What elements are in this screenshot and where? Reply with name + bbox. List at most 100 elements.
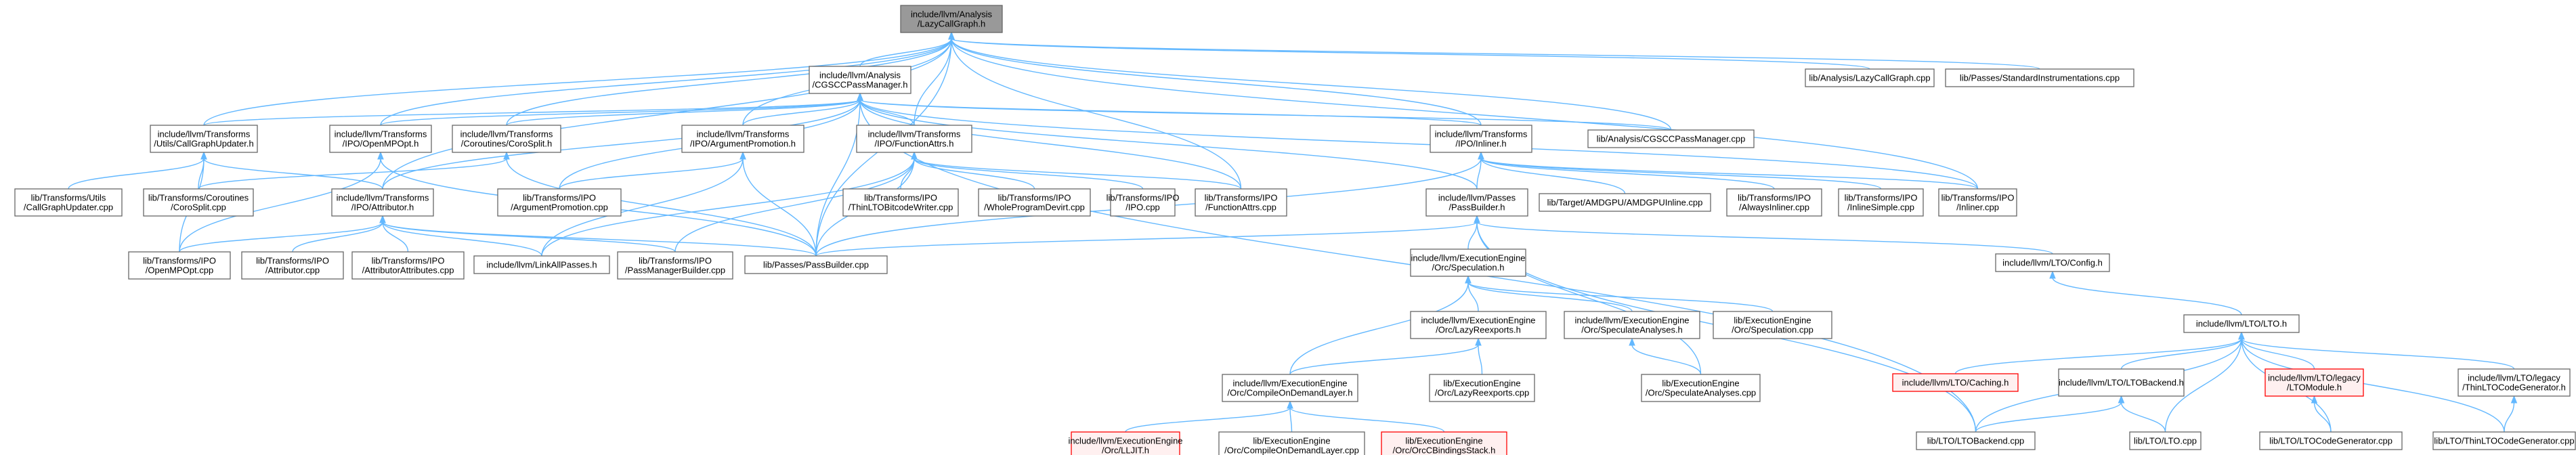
graph-node[interactable]: lib/Transforms/IPO/Attributor.cpp	[241, 251, 344, 280]
graph-node[interactable]: include/llvm/Transforms/Coroutines/CoroS…	[452, 125, 561, 153]
graph-node-label: lib/Transforms/IPO	[864, 193, 937, 203]
graph-node[interactable]: include/llvm/ExecutionEngine/Orc/Specula…	[1410, 248, 1526, 277]
graph-node[interactable]: include/llvm/Transforms/IPO/FunctionAttr…	[856, 125, 972, 153]
graph-edge	[742, 99, 861, 126]
graph-node-label: lib/LTO/LTOCodeGenerator.cpp	[2269, 436, 2392, 446]
graph-node[interactable]: lib/ExecutionEngine/Orc/SpeculateAnalyse…	[1641, 374, 1761, 402]
graph-node-label: include/llvm/LTO/Caching.h	[1902, 378, 2009, 388]
graph-node-label: /Orc/LazyReexports.h	[1436, 325, 1521, 335]
graph-node-box	[1381, 431, 1507, 455]
graph-node-label: lib/Transforms/IPO	[998, 193, 1071, 203]
graph-node-box	[1945, 68, 2134, 87]
graph-edge	[951, 38, 1482, 126]
graph-node[interactable]: include/llvm/LTO/legacy/LTOModule.h	[2264, 368, 2364, 397]
graph-node-label: include/llvm/Transforms	[337, 193, 429, 203]
graph-node-label: /ThinLTOBitcodeWriter.cpp	[849, 202, 953, 213]
graph-edge	[203, 99, 861, 126]
graph-node-label: /Orc/Speculation.cpp	[1732, 325, 1813, 335]
graph-edge-arrowhead	[1465, 275, 1472, 284]
graph-edge-arrowhead	[1287, 400, 1293, 409]
graph-node-label: /Orc/CompileOnDemandLayer.h	[1228, 388, 1353, 398]
graph-node[interactable]: lib/Transforms/IPO/AlwaysInliner.cpp	[1726, 188, 1822, 217]
graph-node-box	[1713, 311, 1832, 339]
graph-node[interactable]: include/llvm/Transforms/IPO/OpenMPOpt.h	[329, 125, 432, 153]
graph-node[interactable]: lib/Target/AMDGPU/AMDGPUInline.cpp	[1539, 193, 1711, 212]
graph-edge	[2504, 402, 2515, 433]
graph-node[interactable]: lib/Transforms/IPO/ThinLTOBitcodeWriter.…	[842, 188, 959, 217]
graph-node[interactable]: include/llvm/Analysis/LazyCallGraph.h	[900, 5, 1003, 33]
graph-node-box	[329, 125, 432, 153]
graph-node[interactable]: lib/LTO/LTOBackend.cpp	[1916, 431, 2036, 450]
graph-node-box	[809, 66, 911, 94]
graph-node[interactable]: lib/Transforms/IPO/PassManagerBuilder.cp…	[617, 251, 733, 280]
graph-node[interactable]: include/llvm/ExecutionEngine/Orc/Compile…	[1222, 374, 1358, 402]
graph-node[interactable]: lib/ExecutionEngine/Orc/CompileOnDemandL…	[1218, 431, 1365, 455]
graph-node[interactable]: include/llvm/LTO/Config.h	[1995, 253, 2110, 272]
graph-node[interactable]: include/llvm/LTO/LTO.h	[2183, 314, 2300, 333]
graph-node[interactable]: lib/Transforms/IPO/ArgumentPromotion.cpp	[497, 188, 622, 217]
graph-edge	[859, 99, 1482, 126]
graph-node[interactable]: lib/Analysis/LazyCallGraph.cpp	[1805, 68, 1935, 87]
graph-edge-arrowhead	[2510, 395, 2518, 404]
graph-edge-arrowhead	[948, 31, 955, 40]
graph-node[interactable]: lib/Transforms/IPO/AttributorAttributes.…	[351, 251, 465, 280]
graph-node-label: /CoroSplit.cpp	[171, 202, 226, 213]
graph-edge	[914, 158, 1144, 190]
graph-node-box	[978, 188, 1091, 217]
graph-node-label: /Orc/LazyReexports.cpp	[1435, 388, 1529, 398]
graph-edge	[2052, 277, 2242, 316]
graph-node[interactable]: lib/Transforms/IPO/Inliner.cpp	[1938, 188, 2017, 217]
graph-edge-arrowhead	[911, 151, 918, 160]
graph-edge	[1954, 338, 2242, 374]
graph-node[interactable]: include/llvm/LTO/Caching.h	[1892, 373, 2019, 392]
graph-node-label: /ThinLTOCodeGenerator.h	[2462, 383, 2566, 393]
graph-node[interactable]: lib/ExecutionEngine/Orc/LazyReexports.cp…	[1429, 374, 1535, 402]
graph-node[interactable]: lib/LTO/ThinLTOCodeGenerator.cpp	[2432, 431, 2576, 450]
graph-node[interactable]: include/llvm/Transforms/IPO/Attributor.h	[331, 188, 434, 217]
graph-node[interactable]: lib/ExecutionEngine/Orc/Speculation.cpp	[1713, 311, 1832, 339]
graph-node-box	[1938, 188, 2017, 217]
graph-node[interactable]: lib/Transforms/IPO/WholeProgramDevirt.cp…	[978, 188, 1091, 217]
graph-node[interactable]: lib/Transforms/IPO/InlineSimple.cpp	[1838, 188, 1924, 217]
graph-node[interactable]: lib/Transforms/Coroutines/CoroSplit.cpp	[143, 188, 254, 217]
graph-node[interactable]: include/llvm/ExecutionEngine/Orc/Specula…	[1564, 311, 1700, 339]
graph-node[interactable]: include/llvm/Analysis/CGSCCPassManager.h	[809, 66, 911, 94]
graph-node[interactable]: lib/Transforms/IPO/FunctionAttrs.cpp	[1195, 188, 1287, 217]
graph-node-box	[2432, 431, 2576, 450]
graph-node[interactable]: lib/Transforms/Utils/CallGraphUpdater.cp…	[14, 188, 123, 217]
graph-node[interactable]: lib/Transforms/IPO/IPO.cpp	[1107, 188, 1180, 217]
graph-node[interactable]: lib/ExecutionEngine/Orc/OrcCBindingsStac…	[1381, 431, 1507, 455]
graph-node[interactable]: lib/Transforms/IPO/OpenMPOpt.cpp	[128, 251, 231, 280]
graph-node-label: lib/LTO/LTO.cpp	[2134, 436, 2197, 446]
graph-node[interactable]: include/llvm/ExecutionEngine/Orc/LazyRee…	[1410, 311, 1547, 339]
graph-node-box	[1564, 311, 1700, 339]
graph-node[interactable]: lib/LTO/LTO.cpp	[2129, 431, 2202, 450]
graph-node-label: lib/Transforms/IPO	[1845, 193, 1918, 203]
graph-edge	[380, 99, 861, 126]
graph-edge	[382, 221, 676, 253]
graph-node[interactable]: include/llvm/Transforms/IPO/ArgumentProm…	[681, 125, 804, 153]
graph-node-box	[1425, 188, 1528, 217]
graph-edge	[1289, 407, 1293, 433]
graph-node[interactable]: lib/Passes/PassBuilder.cpp	[744, 255, 888, 274]
graph-node[interactable]: include/llvm/LTO/legacy/ThinLTOCodeGener…	[2457, 368, 2571, 397]
graph-node[interactable]: include/llvm/Passes/PassBuilder.h	[1425, 188, 1528, 217]
graph-edge	[914, 158, 1242, 190]
graph-node[interactable]: include/llvm/ExecutionEngine/Orc/LLJIT.h	[1068, 431, 1183, 455]
graph-node[interactable]: lib/Analysis/CGSCCPassManager.cpp	[1587, 129, 1755, 148]
nodes-layer: include/llvm/Analysis/LazyCallGraph.h inc…	[14, 5, 2576, 455]
graph-node-label: lib/Transforms/IPO	[256, 256, 329, 266]
graph-edge	[179, 158, 381, 253]
graph-node[interactable]: include/llvm/Transforms/Utils/CallGraphU…	[150, 125, 258, 153]
graph-node-box	[331, 188, 434, 217]
graph-node[interactable]: include/llvm/LinkAllPasses.h	[473, 255, 610, 274]
graph-node-box	[2058, 368, 2185, 397]
graph-node[interactable]: lib/Passes/StandardInstrumentations.cpp	[1945, 68, 2134, 87]
graph-node[interactable]: lib/LTO/LTOCodeGenerator.cpp	[2259, 431, 2403, 450]
graph-node[interactable]: include/llvm/LTO/LTOBackend.h	[2058, 368, 2185, 397]
graph-node-label: include/llvm/LTO/LTOBackend.h	[2059, 378, 2184, 388]
graph-node[interactable]: include/llvm/Transforms/IPO/Inliner.h	[1430, 125, 1532, 153]
graph-edge	[382, 99, 861, 190]
graph-node-label: /Orc/SpeculateAnalyses.cpp	[1646, 388, 1756, 398]
graph-edge	[1478, 344, 1483, 375]
